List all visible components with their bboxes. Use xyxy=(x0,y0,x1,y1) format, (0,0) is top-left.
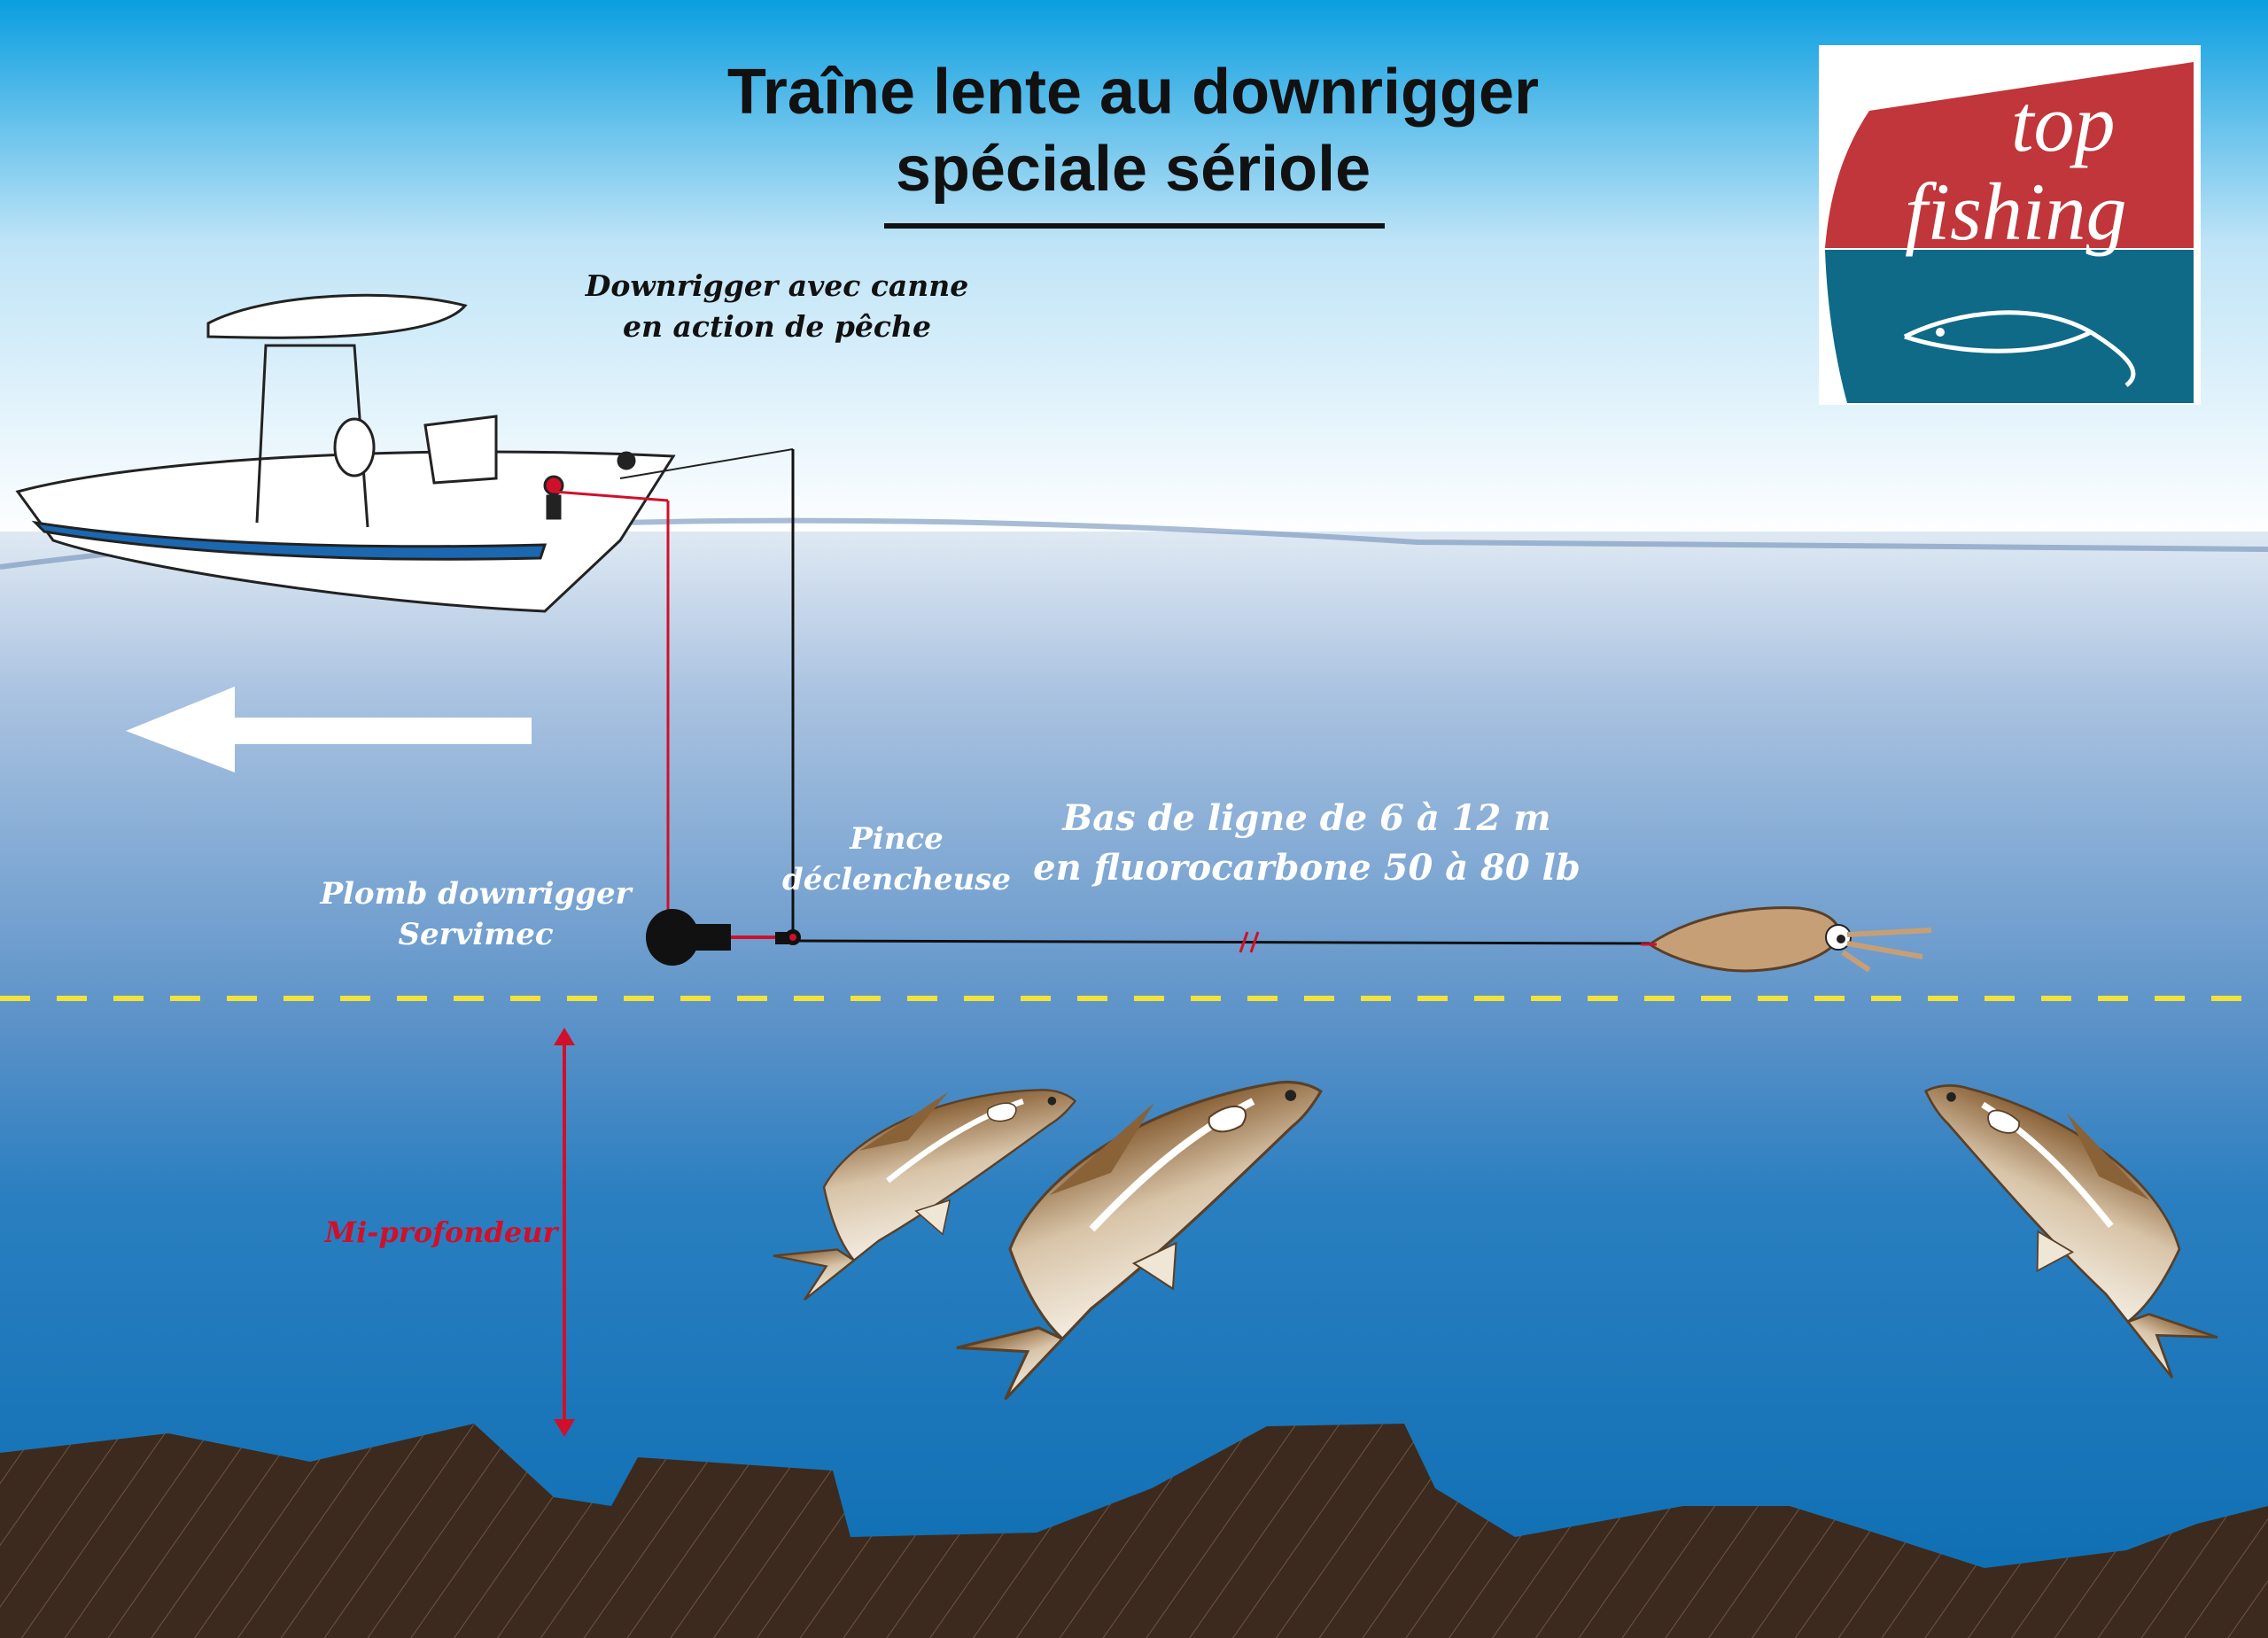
downrigger-label-line2: en action de pêche xyxy=(623,309,931,344)
arrow-left-icon xyxy=(126,687,532,772)
mid-depth-label: Mi-profondeur xyxy=(324,1215,560,1249)
release-clip xyxy=(775,929,801,945)
boat-icon xyxy=(15,293,794,613)
title-line2: spéciale sériole xyxy=(896,134,1371,205)
downrigger-label-line1: Downrigger avec canne xyxy=(585,268,969,303)
logo-word-top: top xyxy=(2011,78,2116,168)
leader-label-line2: en fluorocarbone 50 à 80 lb xyxy=(1033,847,1581,889)
weight-label-line2: Servimec xyxy=(398,917,553,952)
weight-label-line1: Plomb downrigger xyxy=(319,876,633,912)
clip-label-line2: déclencheuse xyxy=(782,862,1011,897)
title-line1: Traîne lente au downrigger xyxy=(727,57,1539,128)
title-underline xyxy=(884,223,1385,229)
leader-label-line1: Bas de ligne de 6 à 12 m xyxy=(1061,797,1550,839)
clip-label-line1: Pince xyxy=(849,821,944,857)
top-fishing-logo: top fishing xyxy=(1819,45,2201,405)
logo-word-fishing: fishing xyxy=(1905,167,2126,257)
seabed xyxy=(0,1424,2268,1638)
downrigger-weight xyxy=(646,909,780,966)
line-break-mark xyxy=(1239,931,1260,953)
squid-lure-icon xyxy=(1641,906,1932,973)
depth-arrow xyxy=(554,1028,575,1437)
leader-line xyxy=(792,939,1651,945)
